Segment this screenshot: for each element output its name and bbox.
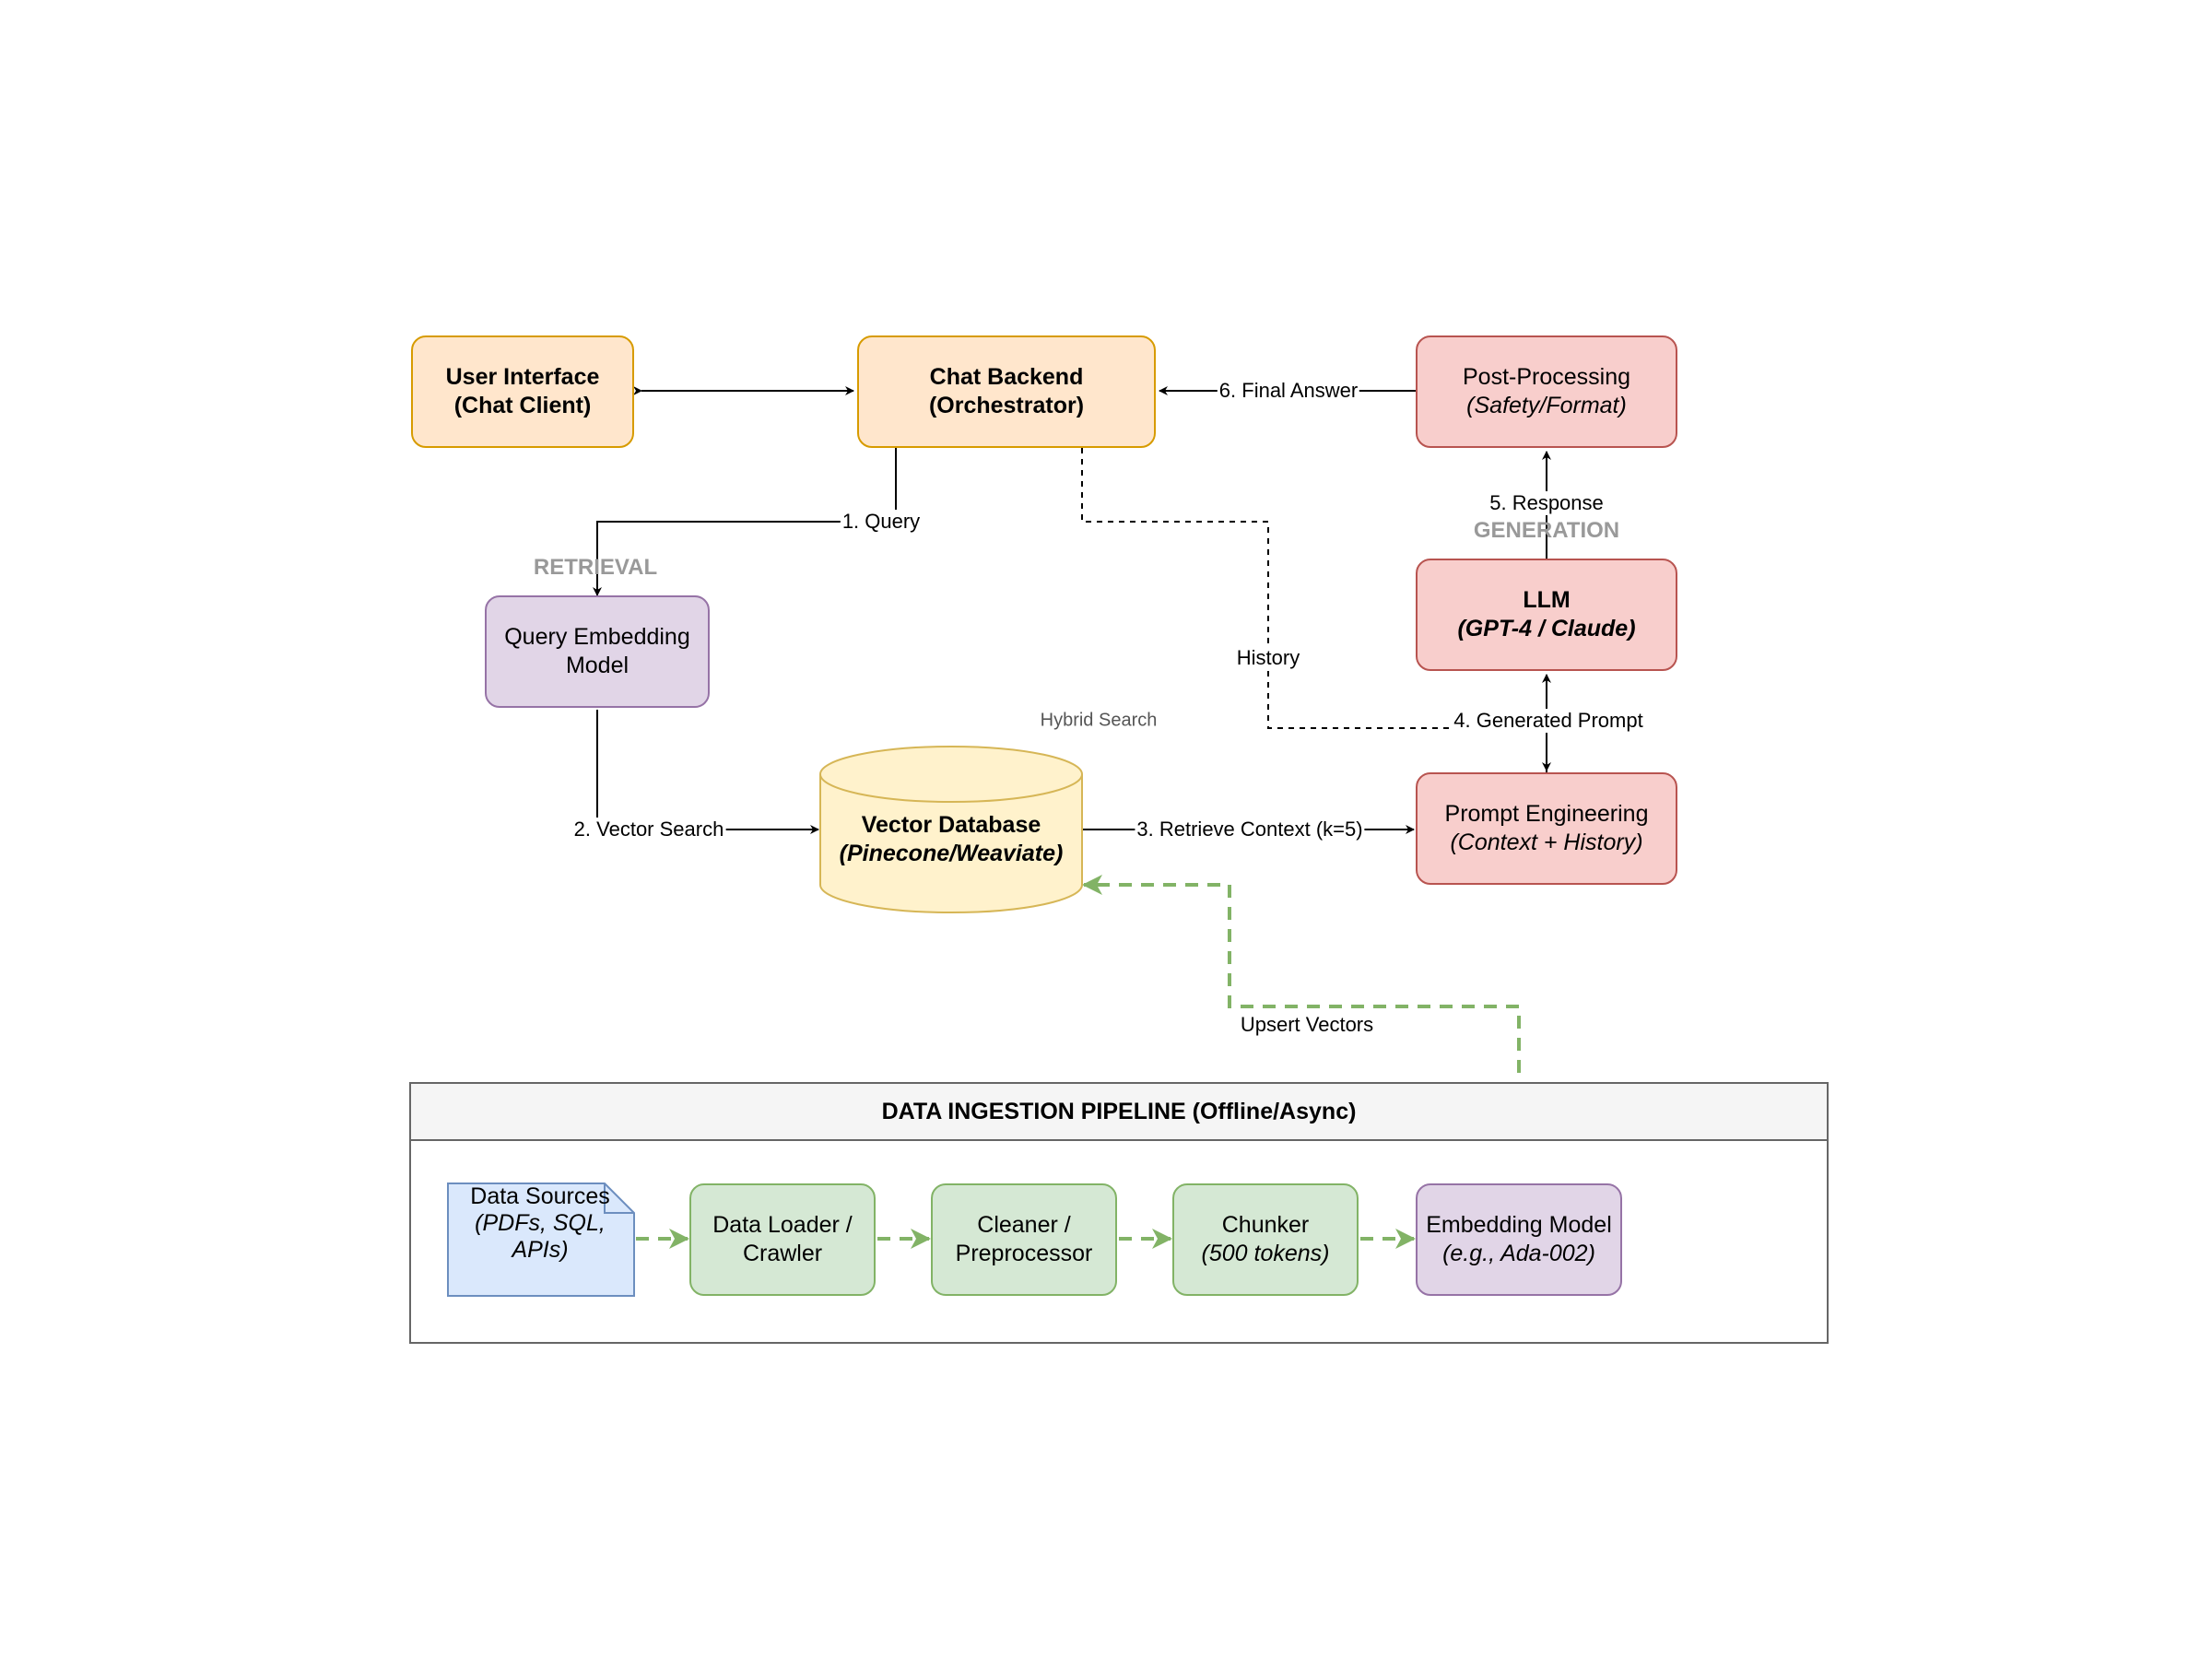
prompt-engineering-subtitle: (Context + History)	[1450, 830, 1643, 855]
chunker-subtitle: (500 tokens)	[1201, 1241, 1330, 1266]
retrieval-section-label: RETRIEVAL	[533, 555, 658, 580]
query-embedding-title: Query Embedding	[504, 624, 690, 650]
data-sources-detail-2: APIs)	[512, 1237, 569, 1263]
embedding-model-node: Embedding Model (e.g., Ada-002)	[1416, 1183, 1622, 1296]
user-interface-subtitle: (Chat Client)	[453, 393, 592, 418]
document-fold	[604, 1183, 634, 1214]
vector-db-label: Vector Database (Pinecone/Weaviate)	[820, 811, 1082, 868]
data-sources-title: Data Sources	[470, 1183, 610, 1209]
edge-label-vector-search: 2. Vector Search	[571, 818, 726, 841]
edge-label-response: 5. Response	[1488, 491, 1606, 515]
prompt-engineering-node: Prompt Engineering (Context + History)	[1416, 772, 1677, 885]
post-processing-subtitle: (Safety/Format)	[1466, 393, 1627, 418]
cleaner-subtitle: Preprocessor	[955, 1241, 1093, 1266]
embedding-model-subtitle: (e.g., Ada-002)	[1442, 1241, 1595, 1266]
post-processing-title: Post-Processing	[1462, 364, 1631, 390]
query-embedding-node: Query Embedding Model	[485, 595, 710, 708]
vector-db-top	[819, 746, 1083, 803]
data-sources-label: Data Sources (PDFs, SQL, APIs)	[448, 1183, 632, 1264]
edge-label-retrieve-context: 3. Retrieve Context (k=5)	[1135, 818, 1365, 841]
chat-backend-node: Chat Backend (Orchestrator)	[857, 335, 1156, 448]
data-sources-document	[447, 1182, 635, 1297]
data-loader-title: Data Loader /	[712, 1212, 853, 1238]
vector-db-subtitle: (Pinecone/Weaviate)	[839, 841, 1064, 866]
edge-label-upsert-vectors: Upsert Vectors	[1238, 1013, 1376, 1037]
embedding-model-title: Embedding Model	[1426, 1212, 1612, 1238]
edge-query	[593, 448, 897, 596]
llm-node: LLM (GPT-4 / Claude)	[1416, 559, 1677, 671]
query-embedding-subtitle: Model	[565, 653, 629, 678]
edge-label-generated-prompt: 4. Generated Prompt	[1452, 709, 1645, 733]
vector-db-cylinder	[819, 774, 1083, 913]
cleaner-title: Cleaner /	[977, 1212, 1071, 1238]
user-interface-title: User Interface	[445, 364, 600, 390]
data-loader-node: Data Loader / Crawler	[689, 1183, 876, 1296]
hybrid-search-annotation: Hybrid Search	[1040, 710, 1158, 731]
llm-subtitle: (GPT-4 / Claude)	[1457, 616, 1636, 641]
llm-title: LLM	[1523, 587, 1571, 613]
cleaner-node: Cleaner / Preprocessor	[931, 1183, 1117, 1296]
chat-backend-title: Chat Backend	[929, 364, 1084, 390]
data-loader-subtitle: Crawler	[742, 1241, 823, 1266]
user-interface-node: User Interface (Chat Client)	[411, 335, 634, 448]
data-sources-detail-1: (PDFs, SQL,	[475, 1210, 606, 1236]
pipeline-title: DATA INGESTION PIPELINE (Offline/Async)	[411, 1084, 1827, 1141]
edge-label-history: History	[1234, 646, 1302, 670]
chat-backend-subtitle: (Orchestrator)	[928, 393, 1085, 418]
vector-db-title: Vector Database	[861, 812, 1041, 838]
edge-upsert-vectors	[1082, 875, 1521, 1183]
chunker-node: Chunker (500 tokens)	[1172, 1183, 1359, 1296]
edge-label-final-answer: 6. Final Answer	[1217, 379, 1360, 403]
chunker-title: Chunker	[1221, 1212, 1310, 1238]
generation-section-label: GENERATION	[1473, 518, 1620, 543]
post-processing-node: Post-Processing (Safety/Format)	[1416, 335, 1677, 448]
edge-label-query: 1. Query	[840, 510, 923, 534]
prompt-engineering-title: Prompt Engineering	[1444, 801, 1649, 827]
